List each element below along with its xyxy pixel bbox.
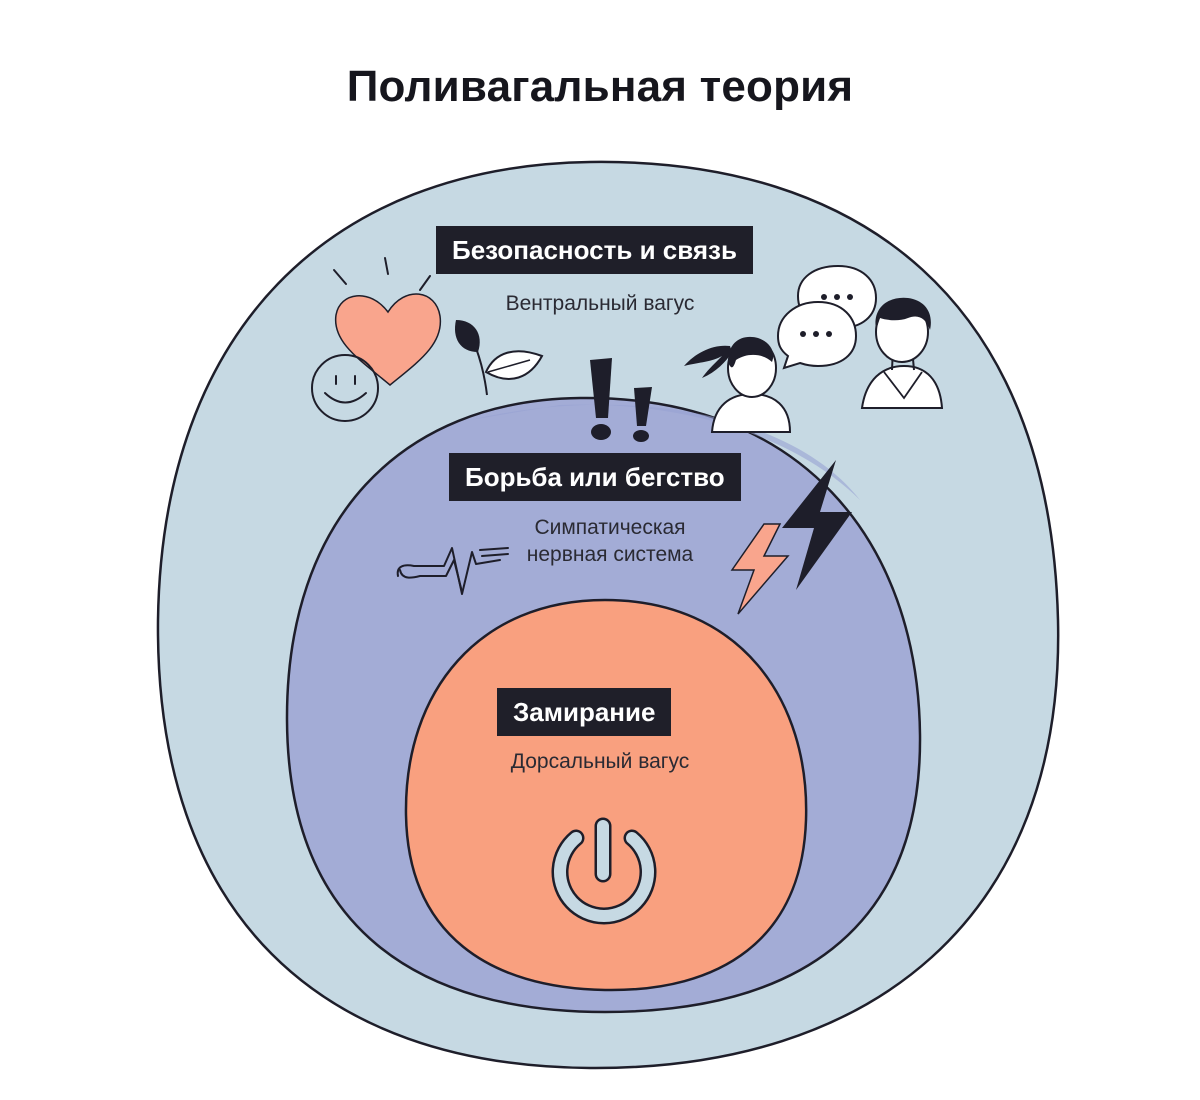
freeze-subtitle: Дорсальный вагус [510, 750, 690, 773]
exclamation-icon [590, 358, 652, 442]
fight-subtitle-line1: Симпатическая [534, 516, 686, 539]
sprout-icon [454, 320, 544, 396]
lightning-icon [730, 460, 852, 615]
woman-icon [684, 336, 792, 433]
heart-icon [334, 293, 442, 386]
smiley-icon [311, 354, 379, 422]
freeze-label: Замирание [497, 688, 672, 736]
safety-subtitle: Вентральный вагус [505, 292, 695, 315]
pulse-icon [396, 547, 509, 595]
safety-label: Безопасность и связь [436, 226, 753, 274]
speech-bubbles-icon [776, 264, 878, 370]
power-icon [551, 817, 657, 925]
man-icon [860, 297, 944, 409]
sparkle-lines [333, 257, 431, 291]
fight-subtitle: Симпатическая нервная система [500, 514, 720, 568]
inner-circle [404, 598, 808, 992]
page-title: Поливагальная теория [346, 62, 854, 111]
fight-label: Борьба или бегство [449, 453, 741, 501]
fight-subtitle-line2: нервная система [526, 543, 694, 566]
